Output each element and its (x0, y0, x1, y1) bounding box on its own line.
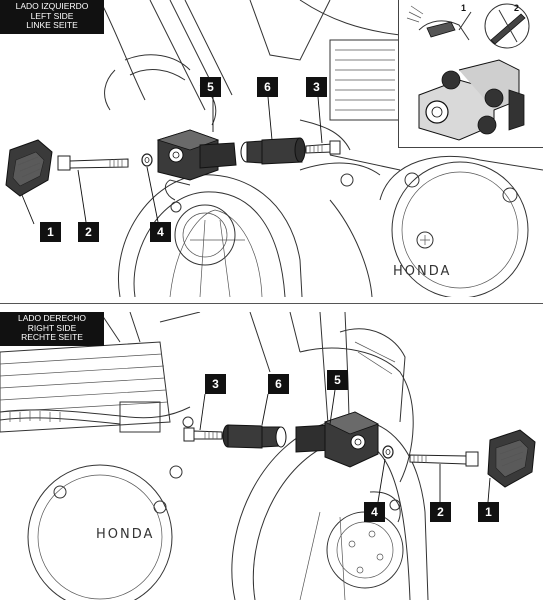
callout-3-left: 3 (306, 77, 327, 97)
callout-6-right: 6 (268, 374, 289, 394)
part-4-washer-left (141, 153, 153, 167)
part-5-mount-block-right (295, 411, 379, 468)
motorcycle-sketch (99, 0, 543, 297)
callout-5-right: 5 (327, 370, 348, 390)
leader-lines-left (21, 96, 323, 225)
callout-1-right: 1 (478, 502, 499, 522)
callout-5-left: 5 (200, 77, 221, 97)
part-1-slider-left (5, 139, 53, 197)
callout-2-right: 2 (430, 502, 451, 522)
inset-assembly-illustration (418, 59, 525, 141)
callout-4-right: 4 (364, 502, 385, 522)
callout-2-left: 2 (78, 222, 99, 242)
part-4-washer-right (382, 445, 394, 459)
callout-4-left: 4 (150, 222, 171, 242)
label-line-german: LINKE SEITE (26, 20, 78, 31)
right-side-label: LADO DERECHO RIGHT SIDE RECHTE SEITE (0, 312, 104, 346)
part-6-spacer-right (222, 424, 287, 449)
callout-6-left: 6 (257, 77, 278, 97)
inset-step-1: 1 (461, 3, 467, 13)
label-line-german-right: RECHTE SEITE (21, 332, 83, 343)
detail-inset: 1 2 (398, 0, 543, 148)
right-side-drawing: HONDA (0, 312, 536, 600)
callout-1-left: 1 (40, 222, 61, 242)
part-2-bolt-right (409, 451, 479, 467)
inset-step-2: 2 (514, 3, 520, 13)
label-line-spanish-right: LADO DERECHO (17, 313, 86, 323)
panel-divider (0, 303, 543, 304)
part-5-mount-block-left (156, 129, 237, 181)
left-side-label: LADO IZQUIERDO LEFT SIDE LINKE SEITE (0, 0, 104, 34)
part-6-spacer-left (240, 137, 306, 165)
engine-brand-mark: HONDA (393, 264, 451, 279)
part-1-slider-right (487, 429, 536, 488)
right-side-panel: HONDA (0, 312, 543, 600)
callout-3-right: 3 (205, 374, 226, 394)
part-2-bolt-left (57, 155, 129, 171)
label-line-spanish: LADO IZQUIERDO (15, 1, 89, 11)
step-1-illustration (406, 5, 472, 41)
left-side-panel: HONDA (0, 0, 543, 297)
left-side-drawing: HONDA (5, 0, 543, 297)
engine-brand-mark-right: HONDA (96, 527, 154, 542)
leader-lines-right (199, 389, 491, 503)
step-2-illustration (484, 3, 530, 49)
part-3-stud-left (305, 140, 341, 155)
part-3-stud-right (183, 427, 223, 442)
label-line-english: LEFT SIDE (30, 10, 74, 21)
detail-inset-drawing (406, 3, 530, 141)
label-line-english-right: RIGHT SIDE (27, 322, 77, 333)
